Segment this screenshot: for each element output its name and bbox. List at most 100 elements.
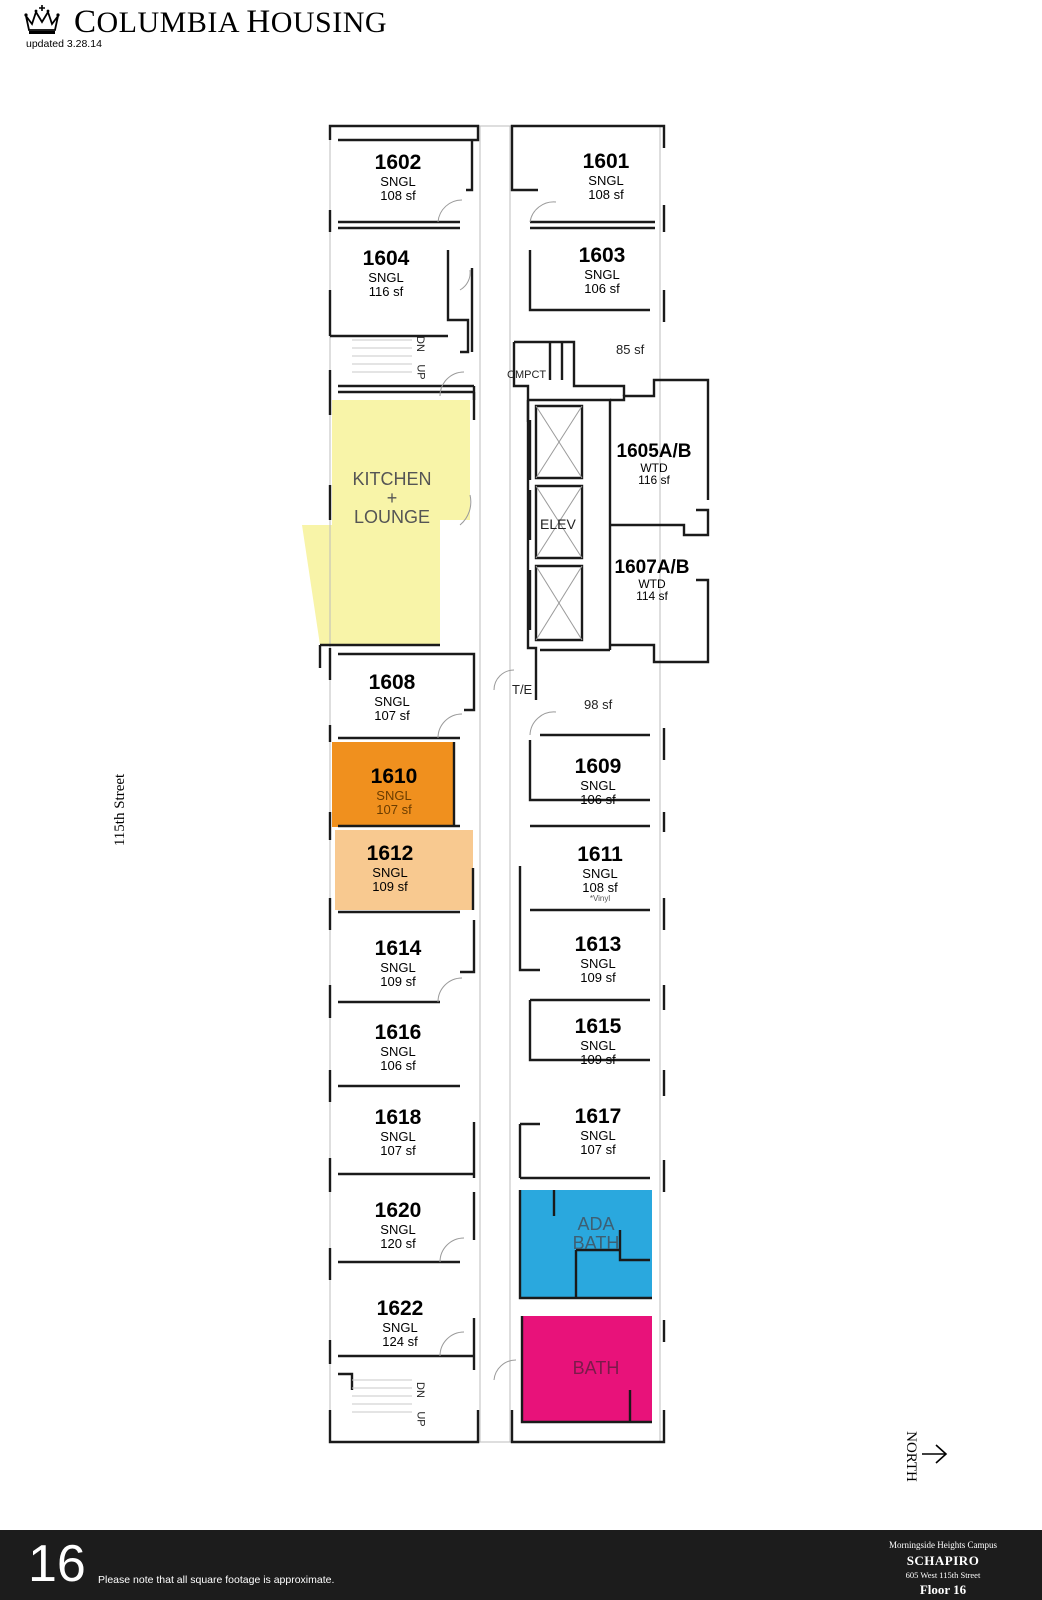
room-1602[interactable]: 1602 SNGL 108 sf: [352, 152, 444, 202]
room-number: 1605A/B: [616, 441, 692, 462]
room-type: SNGL: [380, 174, 416, 189]
ada-bath-zone: [520, 1190, 652, 1298]
room-type: SNGL: [580, 956, 616, 971]
room-area: 107 sf: [580, 1142, 616, 1157]
room-1615[interactable]: 1615 SNGL 109 sf: [552, 1016, 644, 1066]
lounge-98sf-label: 98 sf: [584, 697, 613, 712]
room-area: 109 sf: [580, 1052, 616, 1067]
room-number: 1613: [574, 933, 622, 956]
room-number: 1622: [376, 1297, 424, 1320]
room-number: 1611: [577, 843, 623, 866]
room-number: 1617: [574, 1105, 622, 1128]
room-number: 1607A/B: [614, 557, 690, 578]
north-label: NORTH: [902, 1430, 919, 1482]
room-type: WTD: [640, 461, 668, 475]
room-1612[interactable]: 1612 SNGL 109 sf: [344, 843, 436, 893]
floor-name: Floor 16: [919, 1582, 967, 1597]
room-area: 107 sf: [380, 1143, 416, 1158]
room-1607ab[interactable]: 1607A/B WTD 114 sf: [604, 558, 700, 602]
room-number: 1603: [578, 244, 626, 267]
room-type: SNGL: [582, 866, 618, 881]
room-1604[interactable]: 1604 SNGL 116 sf: [340, 248, 432, 298]
room-area: 106 sf: [580, 792, 616, 807]
kitchen-lounge-zone: [302, 400, 470, 645]
columbia-crown-icon: [24, 5, 60, 34]
room-1616[interactable]: 1616 SNGL 106 sf: [352, 1022, 444, 1072]
room-type: SNGL: [588, 173, 624, 188]
stairs-down-label: DN: [413, 336, 426, 352]
room-type: WTD: [638, 577, 666, 591]
room-area: 106 sf: [584, 281, 620, 296]
room-number: 1609: [574, 755, 622, 778]
room-area: 107 sf: [374, 708, 410, 723]
campus-name: Morningside Heights Campus: [889, 1540, 997, 1550]
room-number: 1614: [374, 937, 422, 960]
room-1608[interactable]: 1608 SNGL 107 sf: [346, 672, 438, 722]
room-type: SNGL: [584, 267, 620, 282]
room-area: 114 sf: [636, 589, 668, 603]
room-1603[interactable]: 1603 SNGL 106 sf: [556, 245, 648, 295]
te-label: T/E: [512, 682, 533, 697]
room-area: 109 sf: [580, 970, 616, 985]
elevator-label: ELEV: [540, 516, 576, 532]
room-area: 109 sf: [372, 879, 408, 894]
room-number: 1604: [362, 247, 410, 270]
room-1612-fill: [335, 830, 473, 910]
lounge-85sf-label: 85 sf: [616, 342, 645, 357]
room-1614[interactable]: 1614 SNGL 109 sf: [352, 938, 444, 988]
room-type: SNGL: [380, 1044, 416, 1059]
room-number: 1610: [370, 765, 418, 788]
room-number: 1615: [574, 1015, 622, 1038]
room-type: SNGL: [580, 778, 616, 793]
room-note: *Vinyl: [589, 894, 611, 903]
room-1601[interactable]: 1601 SNGL 108 sf: [560, 151, 652, 201]
room-area: 108 sf: [588, 187, 624, 202]
room-1610-fill: [332, 742, 454, 827]
room-area: 108 sf: [380, 188, 416, 203]
room-type: SNGL: [382, 1320, 418, 1335]
room-number: 1618: [374, 1106, 422, 1129]
room-type: SNGL: [380, 1222, 416, 1237]
floor-number: 16: [28, 1535, 86, 1593]
north-arrow-icon: [922, 1444, 948, 1464]
room-area: 107 sf: [376, 802, 412, 817]
room-1609[interactable]: 1609 SNGL 106 sf: [552, 756, 644, 806]
room-area: 109 sf: [380, 974, 416, 989]
room-1613[interactable]: 1613 SNGL 109 sf: [552, 934, 644, 984]
stairs-down-label: DN: [413, 1382, 426, 1398]
room-type: SNGL: [374, 694, 410, 709]
room-area: 120 sf: [380, 1236, 416, 1251]
room-1618[interactable]: 1618 SNGL 107 sf: [352, 1107, 444, 1157]
updated-date: updated 3.28.14: [26, 38, 102, 50]
room-area: 116 sf: [638, 473, 670, 487]
room-1620[interactable]: 1620 SNGL 120 sf: [352, 1200, 444, 1250]
room-type: SNGL: [376, 788, 412, 803]
footer-bar: [0, 1530, 1042, 1600]
room-type: SNGL: [380, 960, 416, 975]
building-name: SCHAPIRO: [906, 1553, 980, 1568]
compactor-label: CMPCT: [507, 369, 547, 381]
building-address: 605 West 115th Street: [905, 1570, 981, 1580]
room-area: 124 sf: [382, 1334, 418, 1349]
room-1617[interactable]: 1617 SNGL 107 sf: [552, 1106, 644, 1156]
room-1605ab[interactable]: 1605A/B WTD 116 sf: [606, 442, 702, 486]
room-number: 1616: [374, 1021, 422, 1044]
room-number: 1620: [374, 1199, 422, 1222]
ada-bath-label: ADA BATH: [572, 1214, 620, 1253]
room-number: 1608: [368, 671, 416, 694]
stairs-up-label: UP: [414, 1411, 427, 1427]
room-area: 108 sf: [582, 880, 618, 895]
room-type: SNGL: [380, 1129, 416, 1144]
room-type: SNGL: [580, 1038, 616, 1053]
room-1622[interactable]: 1622 SNGL 124 sf: [354, 1298, 446, 1348]
street-label: 115th Street: [111, 773, 128, 847]
room-1611[interactable]: 1611 SNGL 108 sf *Vinyl: [554, 844, 646, 903]
stairs-up-label: UP: [414, 364, 427, 380]
room-type: SNGL: [580, 1128, 616, 1143]
footage-note: Please note that all square footage is a…: [98, 1574, 335, 1586]
room-1610[interactable]: 1610 SNGL 107 sf: [348, 766, 440, 816]
room-number: 1612: [366, 842, 414, 865]
floor-plan: [302, 124, 710, 1444]
room-type: SNGL: [368, 270, 404, 285]
room-number: 1602: [374, 151, 422, 174]
